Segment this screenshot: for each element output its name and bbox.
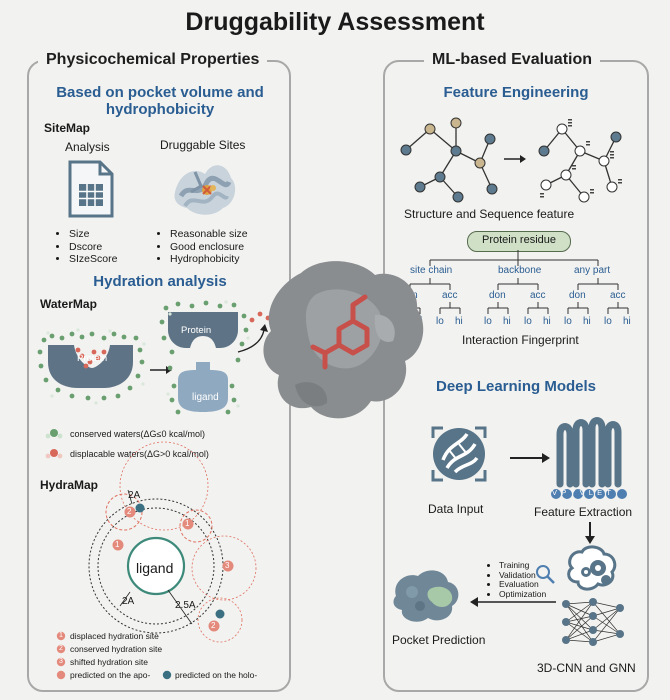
displacable-waters-legend: displacable waters(ΔG>0 kcal/mol) <box>70 449 209 459</box>
magnifier-icon <box>536 565 555 584</box>
lo-label: lo <box>604 316 612 327</box>
watermap-protein2-label: Protein <box>181 325 212 336</box>
physicochemical-heading: Physicochemical Properties <box>38 51 268 69</box>
hydramap-ligand-label: ligand <box>136 560 174 576</box>
legend-apo-dot <box>56 670 66 680</box>
druggable-list: Reasonable size Good enclosure Hydrophob… <box>157 228 248 266</box>
hydramap-site-number: 1 <box>115 540 120 549</box>
lo-label: lo <box>436 316 444 327</box>
group-backbone: backbone <box>498 265 542 276</box>
feature-engineering-heading: Feature Engineering <box>443 84 589 101</box>
step-item: Validation <box>499 570 546 581</box>
training-steps-list: Training Validation Evaluation Optimizat… <box>486 560 546 600</box>
hydramap-site-number: 2 <box>211 621 216 630</box>
legend-dot-num: 1 <box>59 632 63 639</box>
interaction-fingerprint-label: Interaction Fingerprint <box>462 333 579 347</box>
analysis-item: SIzeScore <box>69 253 117 266</box>
watermap-illustration <box>37 300 277 415</box>
sequence-letters: VPYVLET <box>552 488 616 497</box>
legend-holo-dot <box>162 670 172 680</box>
conserved-water-icon <box>45 429 63 439</box>
step-item: Training <box>499 560 546 571</box>
watermap-protein-label: Protein <box>77 353 108 364</box>
feature-extraction-label: Feature Extraction <box>534 505 633 519</box>
analysis-list: Size Dscore SIzeScore <box>56 228 117 266</box>
legend-apo: predicted on the apo- <box>70 670 151 680</box>
lo-label: lo <box>524 316 532 327</box>
molecular-graph-icon <box>400 117 622 203</box>
hi-label: hi <box>623 316 631 327</box>
neural-network-icon <box>562 598 624 646</box>
structure-sequence-label: Structure and Sequence feature <box>404 207 575 221</box>
lo-label: lo <box>484 316 492 327</box>
fingerprint-tree <box>399 250 629 314</box>
druggable-sites-label: Druggable Sites <box>160 138 246 152</box>
ml-evaluation-heading: ML-based Evaluation <box>424 51 601 69</box>
legend-holo: predicted on the holo- <box>175 670 258 680</box>
hydramap-label: HydraMap <box>40 478 99 492</box>
lo-label: lo <box>564 316 572 327</box>
cnn-gnn-label: 3D-CNN and GNN <box>537 661 636 675</box>
analysis-label: Analysis <box>65 140 110 154</box>
acc-label: acc <box>610 290 626 301</box>
data-input-label: Data Input <box>428 502 484 516</box>
pocket-prediction-label: Pocket Prediction <box>392 633 486 647</box>
group-site-chain: site chain <box>410 265 453 276</box>
hi-label: hi <box>583 316 591 327</box>
hydramap-site-number: 3 <box>225 561 230 570</box>
page-title: Druggability Assessment <box>185 8 485 36</box>
watermap-ligand-label: ligand <box>192 392 219 403</box>
group-any-part: any part <box>574 265 611 276</box>
hydramap-site-number: 1 <box>185 519 190 528</box>
hydramap-dist-2a-bottom: 2A <box>122 596 135 607</box>
hydration-analysis-heading: Hydration analysis <box>93 273 227 290</box>
step-item: Optimization <box>499 589 546 600</box>
acc-label: acc <box>530 290 546 301</box>
hydramap-dist-25a: 2.5A <box>175 600 196 611</box>
hydramap-dist-2a-top: 2A <box>128 490 141 501</box>
legend-dot-2 <box>56 644 66 654</box>
hi-label: hi <box>543 316 551 327</box>
pocket-prediction-icon <box>393 570 459 622</box>
legend-dot-num: 2 <box>59 645 63 652</box>
central-pocket-surface <box>263 261 424 419</box>
conserved-waters-legend: conserved waters(ΔG≤0 kcal/mol) <box>70 429 205 439</box>
don-label: don <box>569 290 586 301</box>
watermap-label: WaterMap <box>40 297 97 311</box>
protein-residue-box <box>467 231 571 252</box>
step-item: Evaluation <box>499 579 546 590</box>
acc-label: acc <box>442 290 458 301</box>
hydramap-site-number: 2 <box>127 507 132 516</box>
don-label: don <box>489 290 506 301</box>
legend-dot-3 <box>56 657 66 667</box>
druggable-item: Reasonable size <box>170 228 248 241</box>
data-input-icon <box>431 426 487 482</box>
pocket-volume-heading: Based on pocket volume and hydrophobicit… <box>56 84 264 118</box>
displacable-water-icon <box>45 449 63 459</box>
analysis-item: Dscore <box>69 241 117 254</box>
legend-conserved: conserved hydration site <box>70 644 163 654</box>
arrow-to-pocket <box>470 597 556 607</box>
hydramap-diagram <box>88 441 257 643</box>
druggable-item: Hydrophobicity <box>170 253 248 266</box>
hi-label: hi <box>503 316 511 327</box>
arrow-to-model <box>585 522 595 544</box>
legend-dot-num: 3 <box>59 658 63 665</box>
legend-dot-1 <box>56 631 66 641</box>
legend-displaced: displaced hydration site <box>70 631 159 641</box>
deep-learning-heading: Deep Learning Models <box>435 378 597 395</box>
legend-shifted: shifted hydration site <box>70 657 148 667</box>
brain-gears-icon <box>567 545 617 591</box>
hi-label: hi <box>455 316 463 327</box>
analysis-item: Size <box>69 228 117 241</box>
arrow-to-feature <box>510 453 550 463</box>
protein-residue-label: Protein residue <box>482 234 556 246</box>
druggable-item: Good enclosure <box>170 241 248 254</box>
spreadsheet-document-icon <box>68 160 114 218</box>
protein-structure-icon <box>174 165 236 215</box>
sitemap-label: SiteMap <box>44 121 91 135</box>
transmembrane-protein-icon <box>551 417 627 499</box>
